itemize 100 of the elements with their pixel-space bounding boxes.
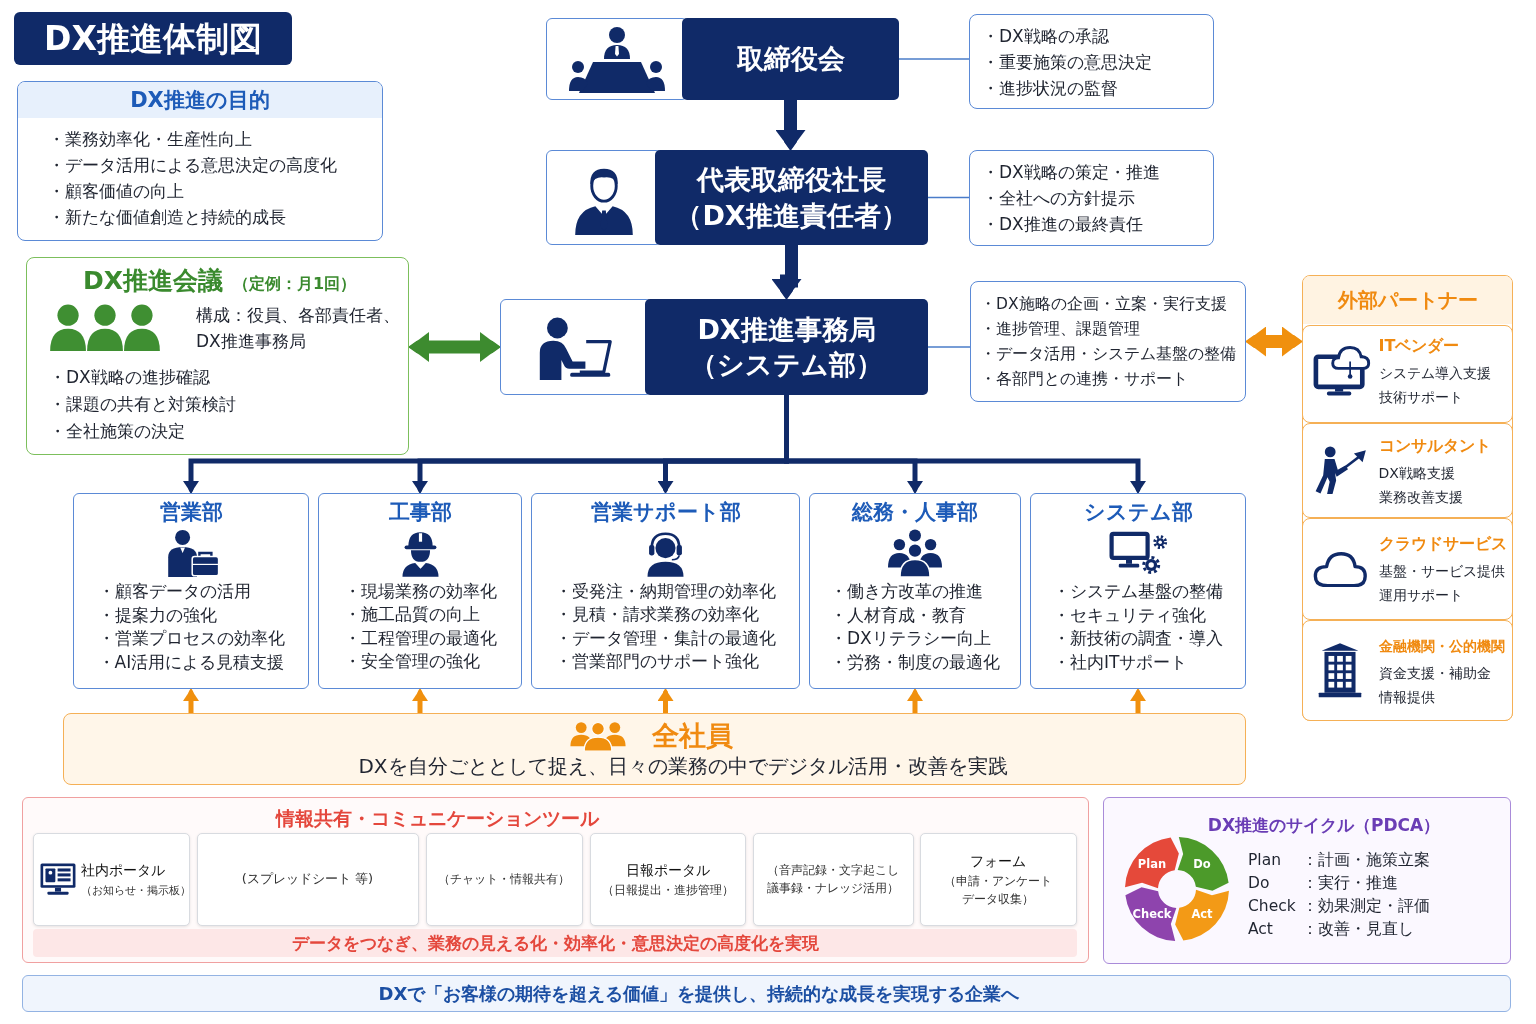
definition-text: ：改善・見直し bbox=[1302, 919, 1414, 939]
partner-panel bbox=[1302, 275, 1513, 721]
card-title: 社内ポータル bbox=[80, 861, 165, 880]
info-box bbox=[17, 81, 383, 241]
list-item: ・人材育成・教育 bbox=[830, 603, 966, 627]
term-text: Plan bbox=[1248, 850, 1281, 870]
box-heading: 工事部 bbox=[388, 499, 452, 526]
partner-card bbox=[1301, 422, 1513, 518]
card-text: （チャット・情報共有） bbox=[438, 871, 570, 888]
role-title: 取締役会 bbox=[682, 18, 899, 100]
term-text: Act bbox=[1248, 919, 1273, 939]
list-item: ・見積・請求業務の効率化 bbox=[555, 603, 759, 627]
department-box bbox=[318, 493, 522, 689]
list-item: ・データ活用・システム基盤の整備 bbox=[980, 343, 1236, 365]
list-item: ・顧客データの活用 bbox=[97, 580, 251, 603]
slogan-banner bbox=[22, 975, 1511, 1012]
banner-text: DXで「お客様の期待を超える価値」を提供し、持続的な成長を実現する企業へ bbox=[378, 981, 1020, 1006]
list-item: ・営業プロセスの効率化 bbox=[97, 627, 285, 650]
tool-card bbox=[196, 832, 419, 926]
segment-label: Check bbox=[1132, 907, 1172, 921]
list-item: ・工程管理の最適化 bbox=[343, 626, 497, 650]
list-item: ・DX推進の最終責任 bbox=[982, 213, 1143, 236]
tool-card bbox=[589, 832, 746, 926]
segment-label: Plan bbox=[1137, 857, 1167, 871]
role-title: DX推進事務局（システム部） bbox=[645, 299, 928, 395]
tool-panel bbox=[22, 797, 1089, 963]
card-text: 運用サポート bbox=[1378, 585, 1463, 605]
card-text: (スプレッドシート 等) bbox=[241, 870, 374, 888]
list-item: ・システム基盤の整備 bbox=[1053, 580, 1223, 603]
arrow bbox=[657, 689, 674, 713]
banner-box bbox=[63, 713, 1246, 785]
list-item: ・新たな価値創造と持続的成長 bbox=[48, 206, 286, 229]
list-item: ・顧客価値の向上 bbox=[48, 180, 184, 203]
card-title: 日報ポータル bbox=[625, 861, 710, 880]
card-text: 資金支援・補助金 bbox=[1378, 663, 1491, 683]
card-title: ITベンダー bbox=[1378, 334, 1460, 357]
list-item: ・営業部門のサポート強化 bbox=[555, 650, 759, 674]
list-item: ・全社施策の決定 bbox=[49, 420, 185, 443]
body-text: 構成：役員、各部責任者、DX推進事務局 bbox=[196, 304, 401, 353]
cycle-panel bbox=[1103, 797, 1511, 964]
summary-band: データをつなぎ、業務の見える化・効率化・意思決定の高度化を実現 bbox=[33, 929, 1077, 957]
partner-card bbox=[1301, 619, 1513, 721]
list-item: ・データ活用による意思決定の高度化 bbox=[48, 154, 337, 177]
list-item: ・セキュリティ強化 bbox=[1053, 603, 1206, 627]
box-heading: 外部パートナー bbox=[1303, 276, 1512, 324]
list-item: ・AI活用による見積支援 bbox=[97, 650, 285, 674]
list-item: ・全社への方針提示 bbox=[982, 187, 1135, 210]
list-item: ・各部門との連携・サポート bbox=[980, 368, 1188, 390]
arrow bbox=[183, 689, 199, 713]
definition-text: ：実行・推進 bbox=[1302, 873, 1398, 893]
card-title: フォーム bbox=[970, 852, 1026, 871]
list-item: ・業務効率化・生産性向上 bbox=[48, 128, 252, 151]
list-item: ・重要施策の意思決定 bbox=[982, 50, 1152, 74]
card-text: （日報提出・進捗管理） bbox=[601, 882, 734, 899]
segment-label: Do bbox=[1193, 857, 1211, 871]
box-heading: DX推進のサイクル（PDCA） bbox=[1207, 814, 1441, 836]
list-item: ・施工品質の向上 bbox=[343, 603, 480, 627]
tool-card bbox=[919, 832, 1077, 926]
partner-card bbox=[1301, 517, 1513, 620]
double-arrow bbox=[409, 332, 500, 362]
list-item: ・DX戦略の進捗確認 bbox=[49, 366, 210, 389]
arrow bbox=[784, 395, 1146, 493]
definition-text: ：計画・施策立案 bbox=[1302, 850, 1430, 870]
list-item: ・労務・制度の最適化 bbox=[830, 650, 1000, 674]
card-text: 基盤・サービス提供 bbox=[1378, 561, 1505, 581]
card-text: 技術サポート bbox=[1378, 387, 1463, 407]
list-item: ・進捗管理、課題管理 bbox=[980, 318, 1140, 340]
list-item: ・DXリテラシー向上 bbox=[830, 627, 991, 650]
box-heading: 営業サポート部 bbox=[590, 499, 741, 526]
department-box bbox=[1030, 493, 1246, 689]
connector-line bbox=[927, 346, 971, 348]
card-text: システム導入支援 bbox=[1378, 363, 1491, 383]
department-box bbox=[809, 493, 1021, 689]
box-subheading: （定例：月1回） bbox=[233, 274, 357, 293]
card-text: 業務改善支援 bbox=[1378, 487, 1463, 507]
card-title: コンサルタント bbox=[1378, 434, 1491, 457]
role-title: 代表取締役社長（DX推進責任者） bbox=[655, 150, 928, 245]
connector-line bbox=[927, 196, 970, 199]
partner-card bbox=[1301, 324, 1513, 423]
body-text: DXを自分ごととして捉え、日々の業務の中でデジタル活用・改善を実践 bbox=[358, 753, 1008, 779]
note-box bbox=[969, 14, 1214, 109]
list-item: ・受発注・納期管理の効率化 bbox=[555, 579, 776, 603]
tool-card bbox=[752, 832, 914, 926]
box-heading: 営業部 bbox=[159, 499, 223, 526]
list-item: ・課題の共有と対策検討 bbox=[49, 393, 236, 416]
card-title: 金融機関・公的機関 bbox=[1378, 636, 1505, 656]
box-heading: システム部 bbox=[1083, 499, 1193, 526]
term-text: Check bbox=[1248, 896, 1296, 916]
card-text: 情報提供 bbox=[1378, 687, 1435, 707]
arrow bbox=[1130, 689, 1146, 713]
list-item: ・DX施略の企画・立案・実行支援 bbox=[980, 293, 1227, 315]
box-heading: DX推進の目的 bbox=[18, 82, 382, 118]
arrow bbox=[771, 245, 802, 299]
box-heading: 総務・人事部 bbox=[852, 499, 978, 526]
arrow bbox=[775, 100, 806, 150]
list-item: ・現場業務の効率化 bbox=[343, 579, 497, 603]
page-title: DX推進体制図 bbox=[14, 12, 292, 65]
list-item: ・働き方改革の推進 bbox=[830, 580, 983, 603]
info-box bbox=[26, 257, 409, 455]
term-text: Do bbox=[1248, 873, 1270, 893]
